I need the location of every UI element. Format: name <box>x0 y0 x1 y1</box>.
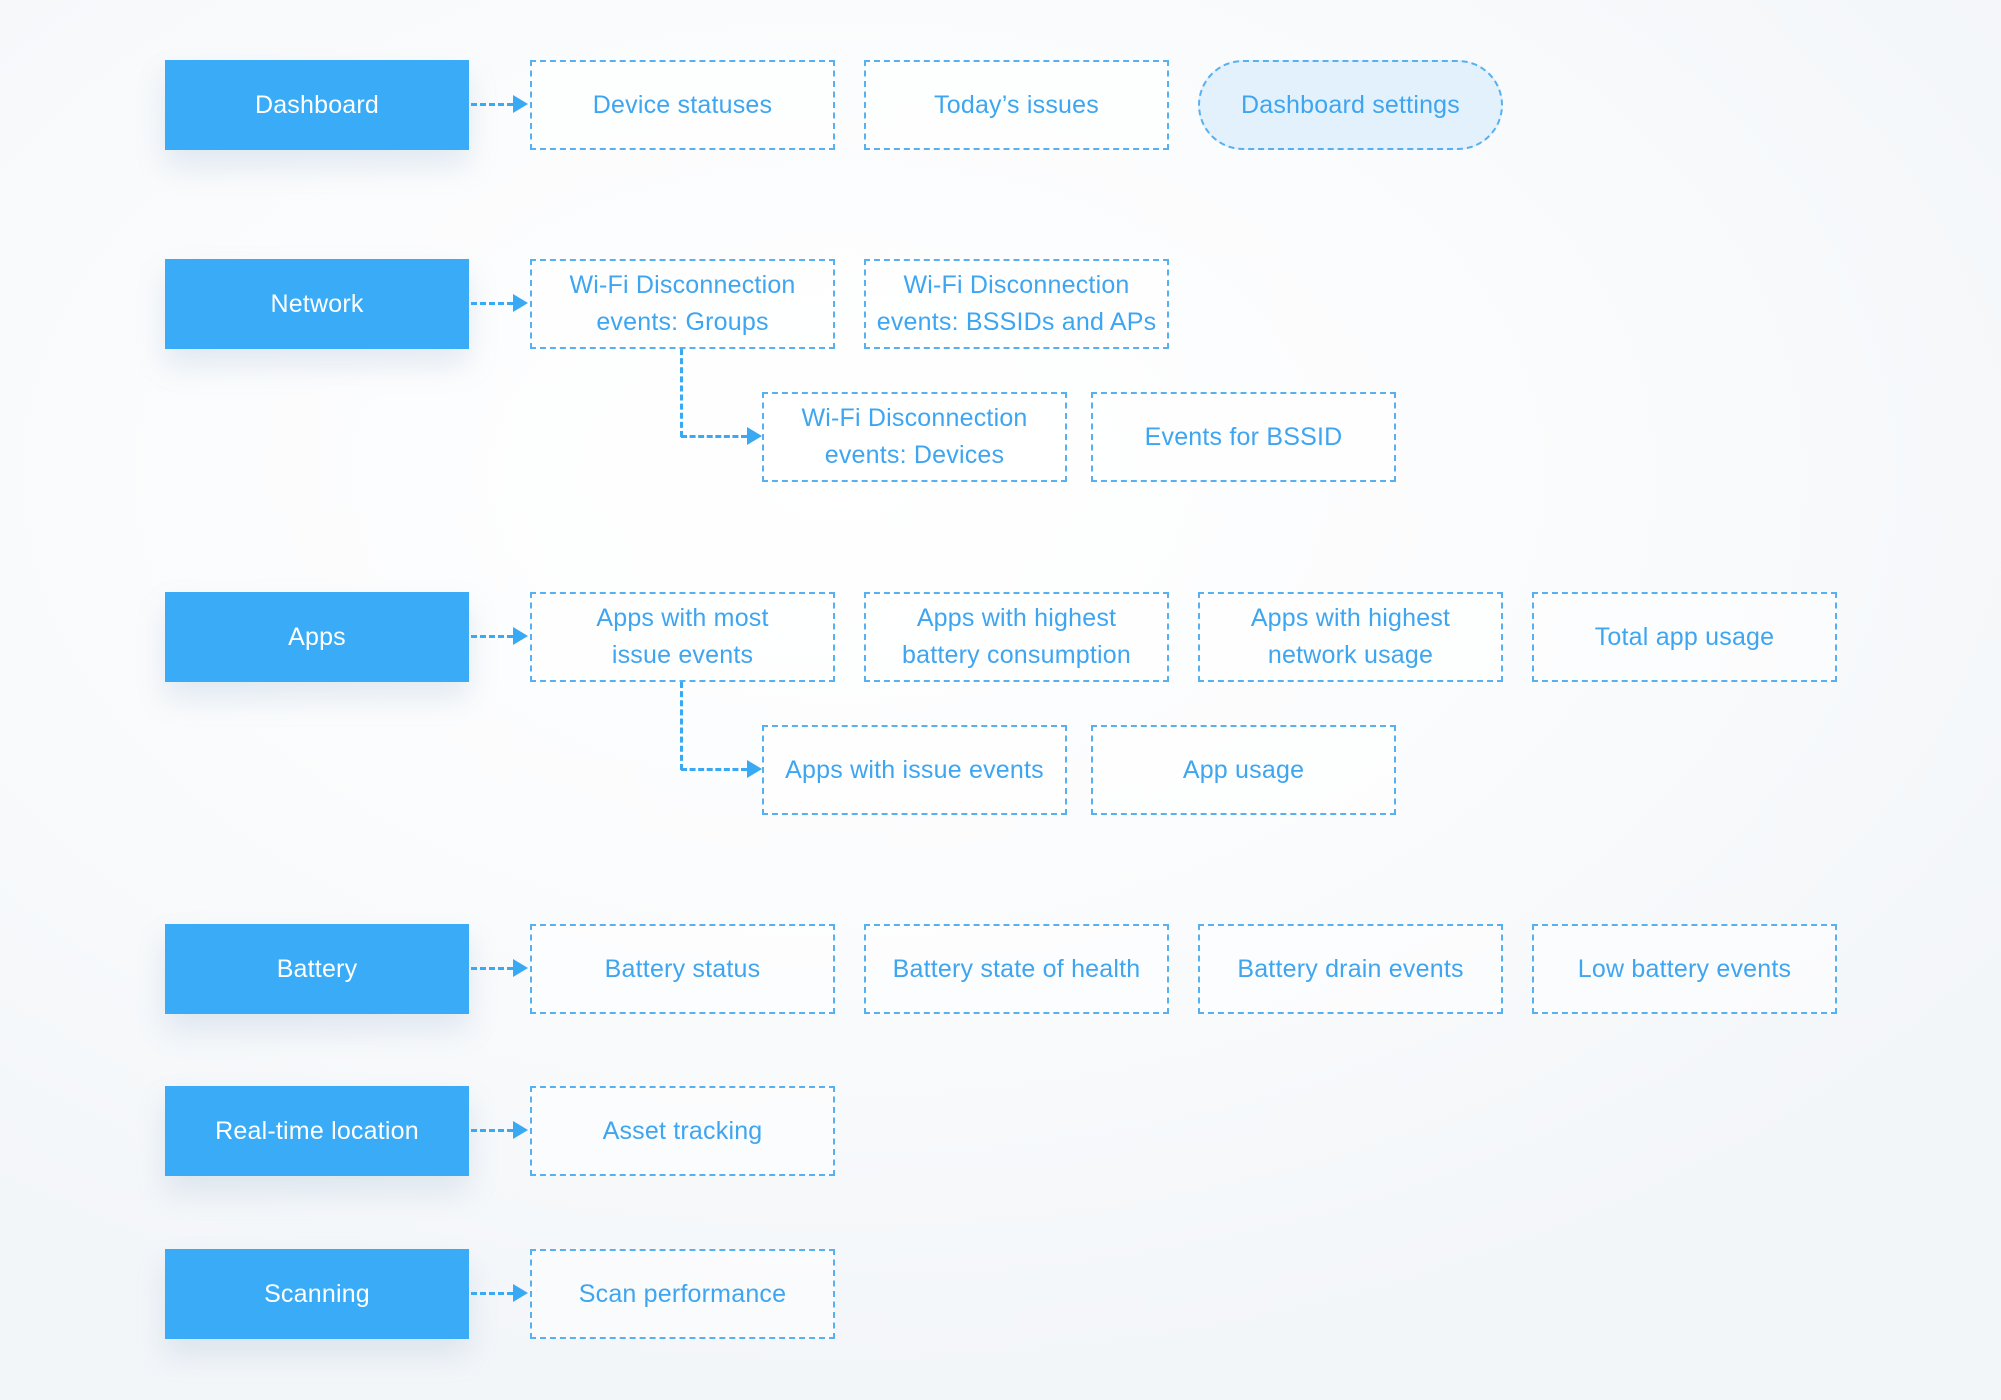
node-scan-performance: Scan performance <box>530 1249 835 1339</box>
arrow-apps-subchildren <box>681 760 762 778</box>
node-scanning: Scanning <box>165 1249 469 1339</box>
node-app-usage: App usage <box>1091 725 1396 815</box>
node-wifi-disconnection-groups: Wi-Fi Disconnection events: Groups <box>530 259 835 349</box>
node-real-time-location: Real-time location <box>165 1086 469 1176</box>
arrow-network-children <box>471 294 528 312</box>
node-events-for-bssid: Events for BSSID <box>1091 392 1396 482</box>
node-apps-most-issue-events: Apps with most issue events <box>530 592 835 682</box>
arrow-network-subchildren <box>681 427 762 445</box>
node-dashboard: Dashboard <box>165 60 469 150</box>
arrow-apps-children <box>471 627 528 645</box>
node-battery-state-of-health: Battery state of health <box>864 924 1169 1014</box>
arrow-scanning-children <box>471 1284 528 1302</box>
elbow-apps-vertical <box>680 682 683 770</box>
node-apps-highest-network: Apps with highest network usage <box>1198 592 1503 682</box>
arrow-battery-children <box>471 959 528 977</box>
node-low-battery-events: Low battery events <box>1532 924 1837 1014</box>
node-total-app-usage: Total app usage <box>1532 592 1837 682</box>
node-dashboard-settings: Dashboard settings <box>1198 60 1503 150</box>
node-apps-with-issue-events: Apps with issue events <box>762 725 1067 815</box>
node-apps: Apps <box>165 592 469 682</box>
node-asset-tracking: Asset tracking <box>530 1086 835 1176</box>
node-device-statuses: Device statuses <box>530 60 835 150</box>
node-todays-issues: Today’s issues <box>864 60 1169 150</box>
node-wifi-disconnection-devices: Wi-Fi Disconnection events: Devices <box>762 392 1067 482</box>
node-battery: Battery <box>165 924 469 1014</box>
node-battery-drain-events: Battery drain events <box>1198 924 1503 1014</box>
node-battery-status: Battery status <box>530 924 835 1014</box>
arrow-rtl-children <box>471 1121 528 1139</box>
node-apps-highest-battery: Apps with highest battery consumption <box>864 592 1169 682</box>
elbow-network-vertical <box>680 349 683 437</box>
node-wifi-disconnection-bssids-aps: Wi-Fi Disconnection events: BSSIDs and A… <box>864 259 1169 349</box>
arrow-dashboard-children <box>471 95 528 113</box>
node-network: Network <box>165 259 469 349</box>
